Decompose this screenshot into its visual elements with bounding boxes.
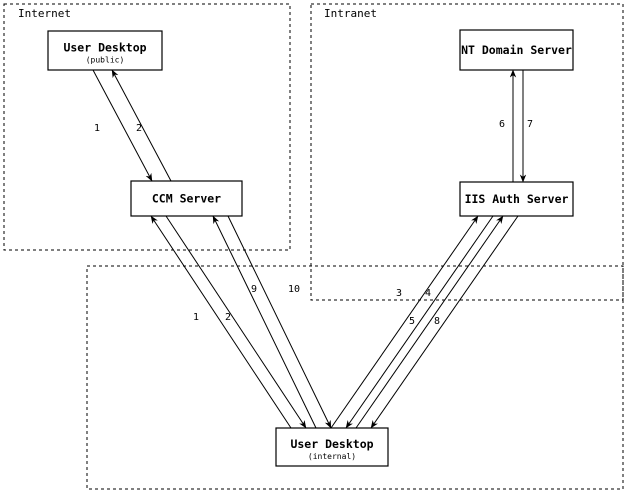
zone-intranet: Intranet — [310, 3, 624, 301]
flow-step-label: 4 — [425, 288, 431, 299]
node-label-user-desktop-internal: User Desktop — [290, 437, 373, 451]
zone-boundary-intranet — [310, 3, 624, 301]
flow-step-label: 10 — [288, 284, 300, 295]
node-label-user-desktop-public: User Desktop — [63, 41, 146, 55]
node-label-ccm-server: CCM Server — [152, 192, 221, 206]
node-sublabel-user-desktop-public: (public) — [86, 56, 125, 65]
flow-step-label: 5 — [409, 316, 415, 327]
flow-step-label: 1 — [193, 312, 199, 323]
node-label-iis-auth-server: IIS Auth Server — [465, 192, 569, 206]
node-sublabel-user-desktop-internal: (internal) — [308, 452, 356, 461]
node-box-user-desktop-public — [47, 30, 163, 71]
node-user-desktop-public: User Desktop(public) — [47, 30, 163, 71]
zone-label-intranet: Intranet — [324, 7, 377, 20]
zone-boundaries: Internet Intranet — [3, 3, 624, 490]
flow-arrow-9-user-desktop-internal-to-ccm-server — [212, 215, 317, 429]
flow-arrow-3-user-desktop-internal-to-iis-auth-server — [330, 215, 479, 429]
node-user-desktop-internal: User Desktop(internal) — [275, 427, 389, 467]
flow-arrow-1-user-desktop-internal-to-ccm-server — [150, 215, 292, 429]
flow-arrow-10-ccm-server-to-user-desktop-internal — [227, 215, 332, 429]
node-box-nt-domain-server — [459, 29, 574, 71]
node-box-user-desktop-internal — [275, 427, 389, 467]
flow-step-label: 2 — [136, 123, 142, 134]
node-ccm-server: CCM Server — [130, 180, 243, 217]
flow-step-label: 2 — [225, 312, 231, 323]
flow-arrow-5-user-desktop-internal-to-iis-auth-server — [355, 215, 504, 429]
flow-step-labels: 1 2 1 2 3 4 5 8 6 7 9 10 — [94, 119, 533, 327]
flow-arrow-2-ccm-server-to-user-desktop-internal — [165, 215, 307, 429]
zone-label-internet: Internet — [18, 7, 71, 20]
flow-arrow-8-iis-auth-server-to-user-desktop-internal — [370, 215, 519, 429]
flow-step-label: 6 — [499, 119, 505, 130]
flow-arrow-2-ccm-server-to-user-desktop-public — [111, 69, 172, 182]
flow-step-label: 8 — [434, 316, 440, 327]
flow-step-label: 1 — [94, 123, 100, 134]
flow-step-label: 3 — [396, 288, 402, 299]
node-box-ccm-server — [130, 180, 243, 217]
zone-boundary-internet — [3, 3, 291, 251]
node-box-iis-auth-server — [459, 181, 574, 217]
flow-arrow-4-iis-auth-server-to-user-desktop-internal — [345, 215, 494, 429]
zone-internal-lan — [86, 265, 624, 490]
flow-arrow-1-user-desktop-public-to-ccm-server — [92, 69, 153, 182]
zone-internet: Internet — [3, 3, 291, 251]
node-label-nt-domain-server: NT Domain Server — [461, 43, 572, 57]
flow-arrows — [92, 69, 527, 429]
flow-step-label: 7 — [527, 119, 533, 130]
node-nt-domain-server: NT Domain Server — [459, 29, 574, 71]
flow-step-label: 9 — [251, 284, 257, 295]
node-iis-auth-server: IIS Auth Server — [459, 181, 574, 217]
zone-boundary-internal-lan — [86, 265, 624, 490]
